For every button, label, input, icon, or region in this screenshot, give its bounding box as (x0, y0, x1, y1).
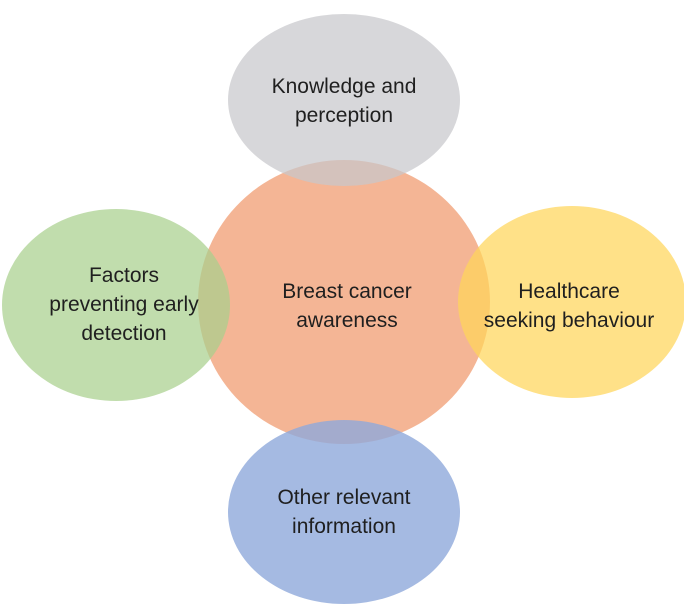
circle-knowledge-and-perception (228, 14, 460, 186)
healthcare-seeking-behaviour-label: Healthcare seeking behaviour (483, 280, 655, 332)
circle-other-relevant-information (228, 420, 460, 604)
factors-preventing-early-detection-label: Factors preventing early detection (49, 263, 199, 345)
circle-breast-cancer-awareness (198, 160, 490, 444)
breast-cancer-awareness-label: Breast cancer awareness (282, 280, 412, 332)
other-relevant-information-label: Other relevant information (277, 486, 411, 538)
knowledge-and-perception-label: Knowledge and perception (271, 75, 417, 127)
circle-factors-preventing-early-detection (2, 209, 230, 401)
circle-healthcare-seeking-behaviour (458, 206, 684, 398)
